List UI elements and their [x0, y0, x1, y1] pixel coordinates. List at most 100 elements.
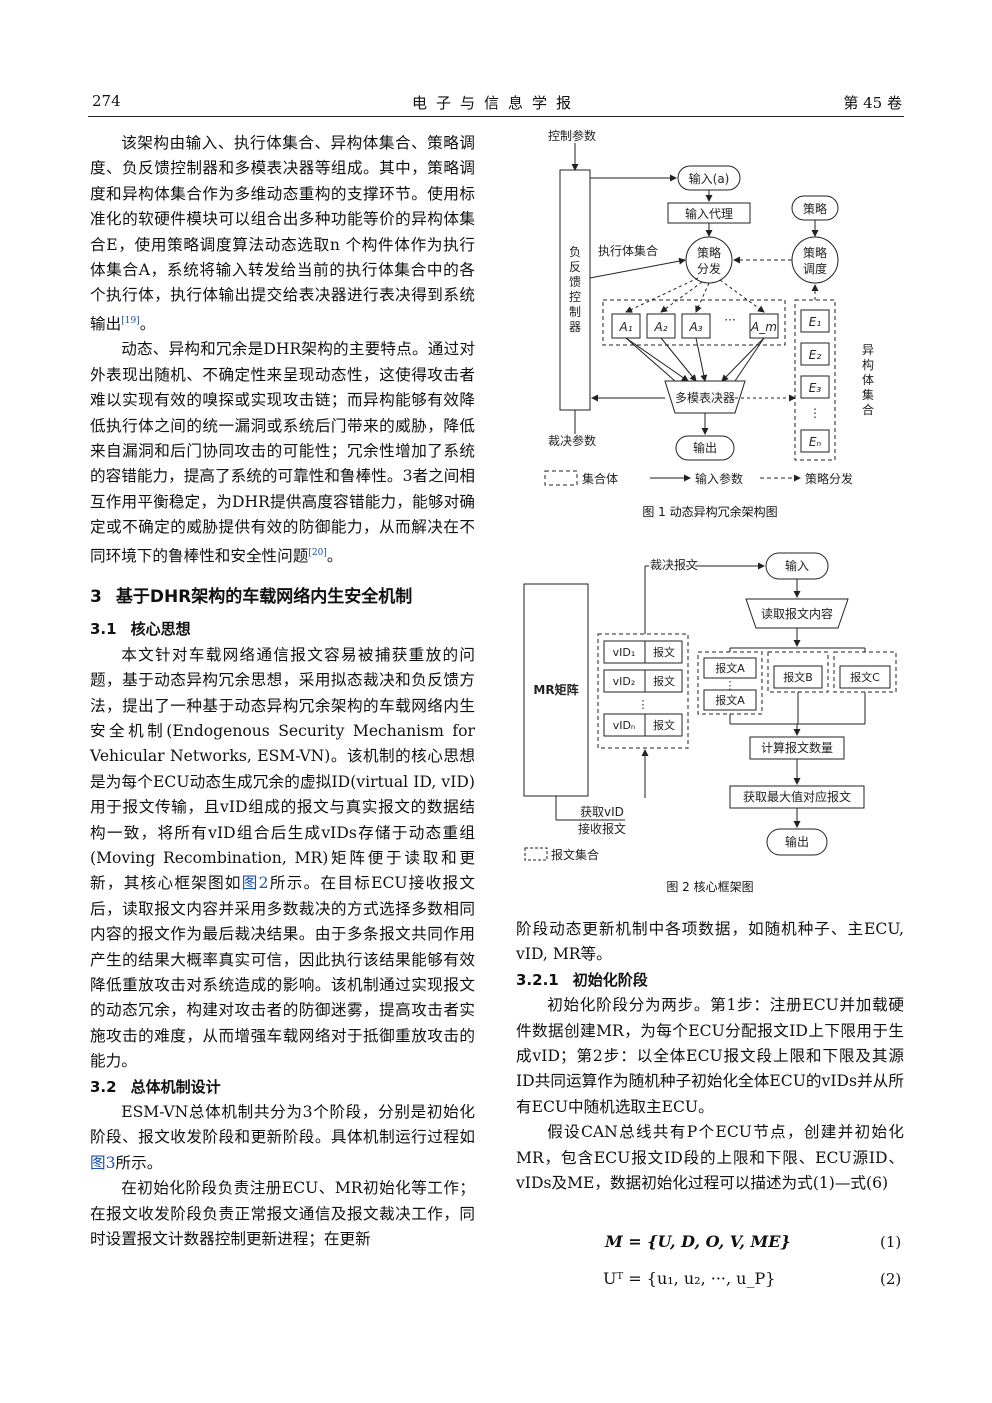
strategy-schedule-node [791, 236, 839, 284]
voter-node [664, 380, 746, 414]
svg-text:输入代理: 输入代理 [685, 206, 733, 221]
svg-text:策略: 策略 [803, 245, 827, 260]
svg-text:裁决报文: 裁决报文 [650, 557, 698, 572]
paragraph-architecture: 该架构由输入、执行体集合、异构体集合、策略调度、负反馈控制器和多模表决器等组成。… [90, 134, 475, 334]
svg-text:A₂: A₂ [653, 320, 667, 334]
svg-text:负: 负 [569, 245, 581, 259]
figure-2-diagram: 裁决报文 输入 MR矩阵 读取报文内容 vID₁ 报文 vID₂ 报文 ⋮ vI… [523, 552, 897, 862]
vid-message-set [597, 633, 689, 749]
heterogeneous-set-group [794, 299, 836, 461]
hetero-e2 [800, 342, 830, 366]
left-column: 该架构由输入、执行体集合、异构体集合、策略调度、负反馈控制器和多模表决器等组成。… [90, 131, 475, 1252]
equation-1: M = {U, D, O, V, ME} [605, 1232, 791, 1251]
svg-text:策略: 策略 [697, 245, 721, 260]
svg-text:报文: 报文 [653, 718, 675, 732]
svg-text:反: 反 [569, 260, 581, 274]
figure-2-caption: 图 2 核心框架图 [666, 880, 754, 894]
volume-label: 第 45 卷 [843, 94, 902, 112]
svg-text:器: 器 [569, 320, 581, 334]
svg-text:输出: 输出 [785, 834, 809, 849]
svg-text:A_m: A_m [750, 320, 777, 334]
svg-text:E₁: E₁ [809, 315, 822, 329]
svg-text:vID₁: vID₁ [613, 646, 636, 659]
svg-text:输出: 输出 [693, 440, 717, 455]
figure-1-diagram: 控制参数 输入(a) 输入代理 策略 执行体集合 策略 分发 策略 调度 负 反… [544, 128, 874, 486]
svg-text:Eₙ: Eₙ [809, 435, 822, 449]
svg-text:A₃: A₃ [688, 320, 702, 334]
svg-text:vID₂: vID₂ [613, 675, 636, 688]
journal-title: 电子与信息学报 [411, 94, 580, 112]
svg-text:读取报文内容: 读取报文内容 [761, 606, 833, 621]
svg-text:⋮: ⋮ [638, 698, 649, 711]
svg-text:输入(a): 输入(a) [689, 171, 730, 186]
svg-text:⋮: ⋮ [725, 679, 736, 692]
right-column: 阶段动态更新机制中各项数据，如随机种子、主ECU, vID, MR等。 3.2.… [516, 917, 904, 1196]
svg-text:vIDₙ: vIDₙ [613, 719, 636, 732]
svg-text:报文集合: 报文集合 [551, 847, 599, 862]
svg-text:A₁: A₁ [618, 320, 632, 334]
svg-text:获取最大值对应报文: 获取最大值对应报文 [743, 789, 851, 804]
executor-set-label: 执行体集合 [598, 243, 658, 258]
svg-text:报文A: 报文A [715, 693, 745, 707]
svg-text:⋮: ⋮ [809, 406, 821, 420]
citation-20[interactable]: [20] [308, 547, 327, 558]
strategy-dispatch-node [685, 236, 733, 284]
svg-text:获取vID: 获取vID [580, 805, 624, 819]
control-params-label: 控制参数 [548, 128, 596, 143]
figure-3-link[interactable]: 图3 [90, 1153, 116, 1172]
svg-text:MR矩阵: MR矩阵 [533, 682, 578, 697]
page-number: 274 [92, 92, 121, 110]
hetero-e3 [800, 375, 830, 399]
paragraph-phases: 在初始化阶段负责注册ECU、MR初始化等工作；在报文收发阶段负责正常报文通信及报… [90, 1179, 475, 1249]
svg-text:调度: 调度 [803, 261, 827, 276]
paragraph-update-continued: 阶段动态更新机制中各项数据，如随机种子、主ECU, vID, MR等。 [516, 920, 904, 964]
hetero-e1 [800, 309, 830, 333]
svg-text:集合体: 集合体 [582, 471, 618, 486]
svg-text:裁决参数: 裁决参数 [548, 433, 596, 448]
svg-text:集: 集 [862, 387, 874, 402]
paragraph-core-idea: 本文针对车载网络通信报文容易被捕获重放的问题，基于动态异构冗余思想，采用拟态裁决… [90, 645, 475, 1071]
citation-19[interactable]: [19] [121, 315, 140, 326]
svg-text:报文: 报文 [653, 645, 675, 659]
paragraph-can-assume: 假设CAN总线共有P个ECU节点，创建并初始化MR，包含ECU报文ID段的上限和… [516, 1123, 904, 1193]
svg-text:报文A: 报文A [715, 661, 745, 675]
figure-2-link[interactable]: 图2 [241, 874, 269, 893]
equation-2: Uᵀ = {u₁, u₂, ···, u_P} [603, 1269, 776, 1288]
svg-text:体: 体 [862, 373, 874, 387]
svg-text:分发: 分发 [697, 261, 721, 276]
svg-text:计算报文数量: 计算报文数量 [761, 740, 833, 755]
svg-text:报文: 报文 [653, 674, 675, 688]
equation-2-number: (2) [880, 1270, 902, 1288]
svg-text:异: 异 [862, 343, 874, 357]
paragraph-init-phase: 初始化阶段分为两步。第1步：注册ECU并加载硬件数据创建MR，为每个ECU分配报… [516, 996, 904, 1116]
svg-text:报文B: 报文B [783, 670, 813, 684]
svg-text:输入: 输入 [785, 558, 809, 573]
svg-text:馈: 馈 [569, 275, 581, 289]
figure-1-caption: 图 1 动态异构冗余架构图 [642, 505, 778, 519]
svg-text:报文C: 报文C [850, 670, 880, 684]
svg-text:E₃: E₃ [809, 381, 822, 395]
svg-text:策略: 策略 [803, 201, 827, 216]
svg-text:构: 构 [862, 357, 874, 372]
header-rule [88, 116, 904, 117]
svg-text:合: 合 [862, 402, 874, 417]
output-node [675, 435, 735, 461]
fig2-output-node [766, 828, 828, 856]
svg-text:接收报文: 接收报文 [578, 821, 626, 836]
paragraph-dhr-features: 动态、异构和冗余是DHR架构的主要特点。通过对外表现出随机、不确定性来呈现动态性… [90, 340, 475, 565]
svg-text:策略分发: 策略分发 [805, 471, 853, 486]
svg-text:输入参数: 输入参数 [695, 471, 743, 486]
equation-1-number: (1) [880, 1233, 902, 1251]
paragraph-overall-mechanism: ESM-VN总体机制共分为3个阶段，分别是初始化阶段、报文收发阶段和更新阶段。具… [90, 1103, 475, 1172]
svg-text:多模表决器: 多模表决器 [675, 391, 735, 405]
executor-set-group [602, 299, 786, 346]
hetero-en [800, 429, 830, 453]
svg-text:制: 制 [569, 305, 581, 319]
svg-text:···: ··· [724, 313, 735, 327]
svg-text:E₂: E₂ [809, 348, 822, 362]
read-message-node [745, 598, 849, 629]
